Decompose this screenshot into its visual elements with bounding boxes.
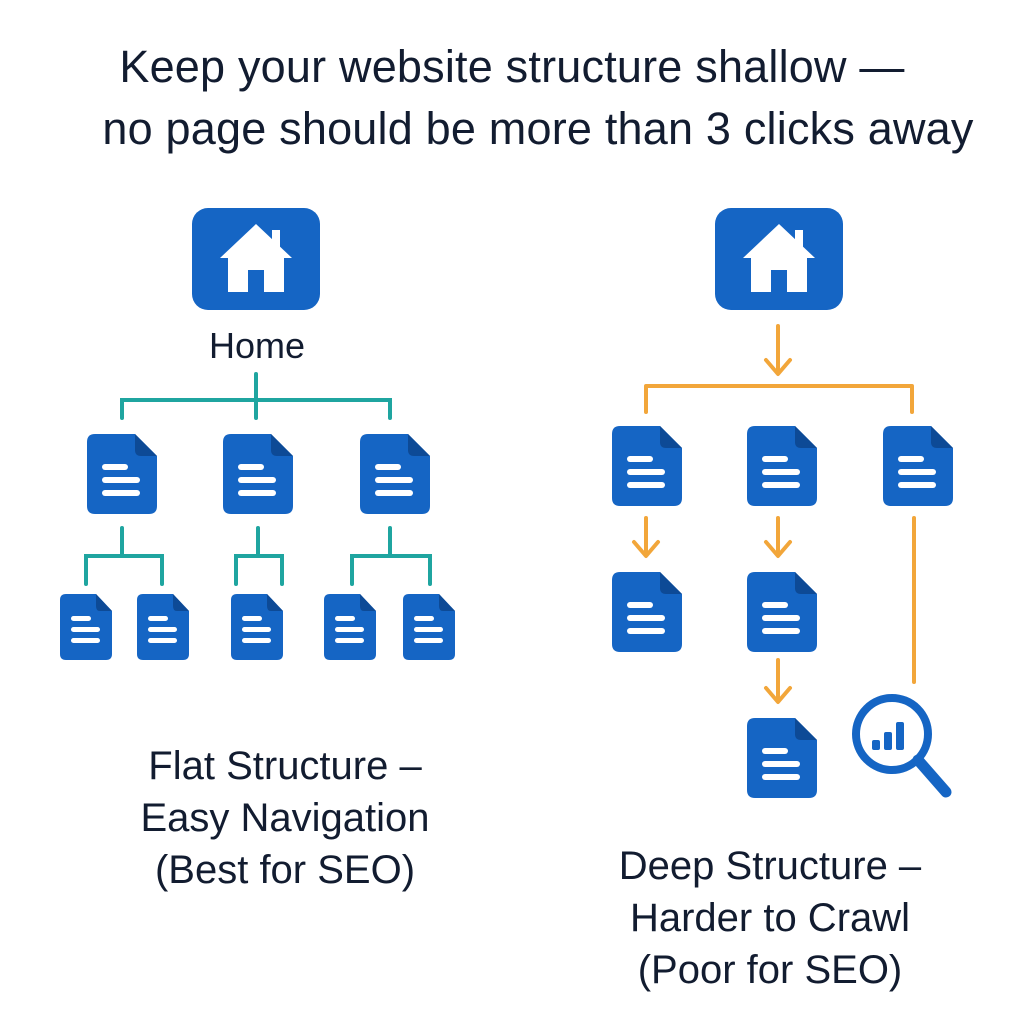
flat-level1-page-3-document-icon xyxy=(360,434,430,514)
headline-line-2: no page should be more than 3 clicks awa… xyxy=(102,103,974,154)
headline: Keep your website structure shallow — no… xyxy=(0,36,1024,160)
deep-level2-page-2-document-icon xyxy=(747,572,817,652)
deep-level1-page-3-document-icon xyxy=(883,426,953,506)
deep-level3-page-1-document-icon xyxy=(747,718,817,798)
flat-caption-line-3: (Best for SEO) xyxy=(154,848,416,892)
flat-level2-page-1-document-icon xyxy=(60,594,112,660)
flat-level2-page-2-document-icon xyxy=(137,594,189,660)
flat-caption-line-2: Easy Navigation xyxy=(140,796,430,840)
flat-connectors xyxy=(84,372,432,586)
deep-connectors xyxy=(632,324,916,704)
deep-caption-line-3: (Poor for SEO) xyxy=(637,948,903,992)
flat-level2-page-5-document-icon xyxy=(403,594,455,660)
flat-structure-tree xyxy=(60,208,455,660)
search-magnifier-chart-icon xyxy=(852,694,952,798)
deep-level1-page-2-document-icon xyxy=(747,426,817,506)
deep-structure-caption: Deep Structure – Harder to Crawl (Poor f… xyxy=(575,840,965,996)
deep-level1-page-1-document-icon xyxy=(612,426,682,506)
deep-home-house-icon xyxy=(715,208,843,310)
flat-caption-line-1: Flat Structure – xyxy=(148,744,422,788)
deep-structure-tree xyxy=(612,208,953,798)
flat-home-house-icon xyxy=(192,208,320,310)
flat-level2-page-4-document-icon xyxy=(324,594,376,660)
flat-level1-page-1-document-icon xyxy=(87,434,157,514)
flat-level2-page-3-document-icon xyxy=(231,594,283,660)
deep-caption-line-1: Deep Structure – xyxy=(618,844,922,888)
flat-level1-page-2-document-icon xyxy=(223,434,293,514)
flat-structure-caption: Flat Structure – Easy Navigation (Best f… xyxy=(100,740,470,896)
deep-level2-page-1-document-icon xyxy=(612,572,682,652)
headline-line-1: Keep your website structure shallow — xyxy=(119,41,905,92)
flat-home-label: Home xyxy=(208,325,306,366)
deep-caption-line-2: Harder to Crawl xyxy=(629,896,911,940)
